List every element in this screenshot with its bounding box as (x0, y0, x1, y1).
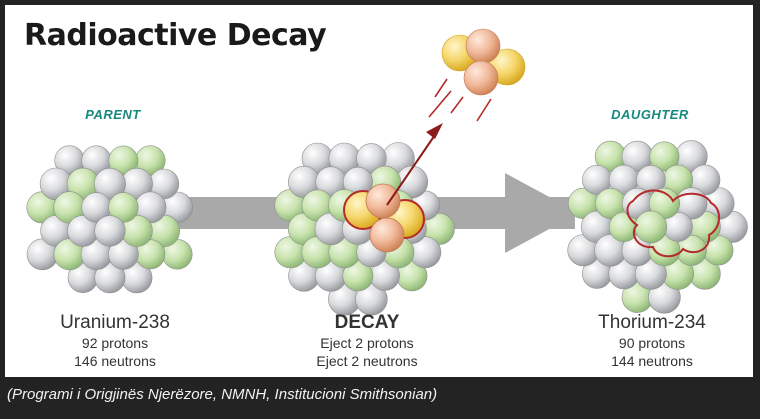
daughter-label: DAUGHTER (611, 107, 689, 122)
nucleon (649, 141, 680, 172)
diagram-title: Radioactive Decay (24, 18, 327, 53)
nucleon (93, 167, 126, 200)
decay-name: DECAY (334, 312, 400, 333)
daughter-neutrons: 144 neutrons (611, 353, 693, 369)
image-caption: (Programi i Origjinës Njerëzore, NMNH, I… (7, 386, 438, 403)
parent-protons: 92 protons (81, 335, 149, 351)
nucleon (636, 165, 666, 195)
parent-label: PARENT (85, 107, 141, 122)
parent-name: Uranium-238 (60, 312, 170, 333)
diagram-frame: Radioactive Decay PARENT DAUGHTER (5, 5, 753, 377)
decay-neutrons: Eject 2 neutrons (316, 353, 418, 369)
nucleon (94, 215, 126, 247)
nucleon (94, 262, 126, 294)
nucleon (108, 192, 139, 223)
parent-neutrons: 146 neutrons (74, 353, 156, 369)
alpha-particle (441, 28, 526, 96)
daughter-name: Thorium-234 (598, 312, 706, 333)
nucleon (108, 145, 139, 176)
vacancy-outline (626, 189, 720, 258)
decay-protons: Eject 2 protons (320, 335, 414, 351)
alpha-cluster-highlight (343, 183, 425, 253)
nucleon (634, 210, 668, 244)
nucleon (355, 283, 388, 316)
ejection-arrow (386, 123, 443, 206)
decay-illustration (26, 28, 748, 316)
daughter-nucleus (567, 140, 748, 314)
motion-lines (428, 78, 492, 122)
daughter-protons: 90 protons (618, 335, 686, 351)
parent-nucleus (26, 145, 194, 294)
